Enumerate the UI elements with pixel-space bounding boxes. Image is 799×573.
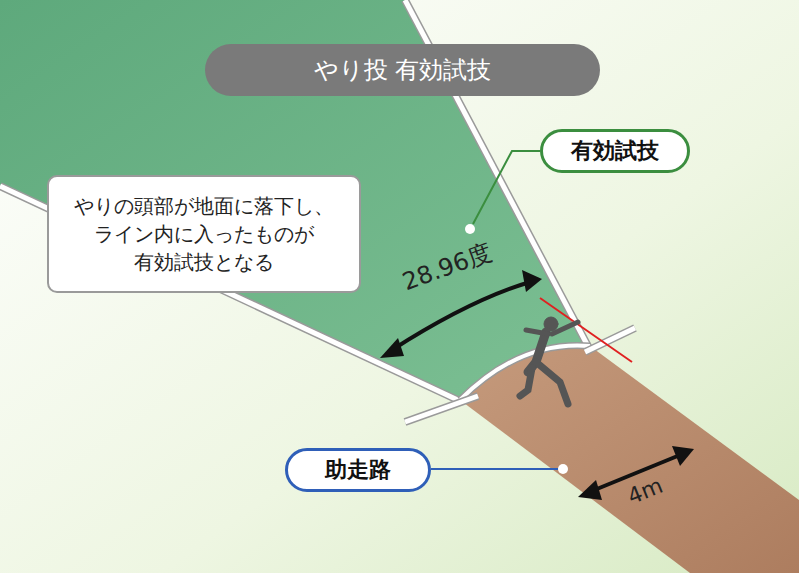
label-pill: 助走路	[285, 448, 431, 492]
node-text: 助走路	[325, 455, 391, 485]
note-box: やりの頭部が地面に落下し、 ライン内に入ったものが 有効試技となる	[47, 175, 361, 293]
label-pill: 有効試技	[540, 129, 690, 173]
title-pill: やり投 有効試技	[205, 44, 600, 96]
title-text: やり投 有効試技	[314, 54, 492, 86]
node-text: 有効試技	[571, 136, 659, 166]
node-text: やりの頭部が地面に落下し、 ライン内に入ったものが 有効試技となる	[59, 192, 349, 276]
